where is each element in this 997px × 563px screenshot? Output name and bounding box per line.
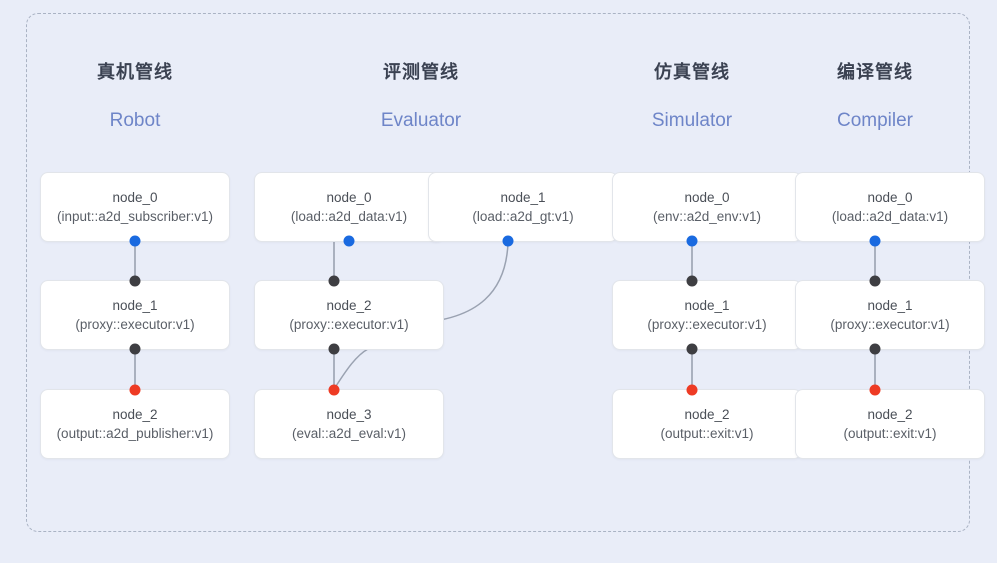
node-title: node_1 [684,298,730,313]
node-simulator-2[interactable]: node_2 (output::exit:v1) [612,384,802,459]
port-input-red[interactable] [328,384,340,396]
node-title: node_2 [326,298,372,313]
node-title: node_0 [112,190,158,205]
node-evaluator-2[interactable]: node_2 (proxy::executor:v1) [254,275,444,355]
node-subtitle: (load::a2d_data:v1) [290,209,408,224]
port-input-red[interactable] [129,384,141,396]
node-title: node_2 [684,407,730,422]
port-output-blue[interactable] [343,235,355,247]
node-subtitle: (load::a2d_gt:v1) [472,209,574,224]
node-subtitle: (proxy::executor:v1) [75,317,195,332]
node-subtitle: (output::exit:v1) [843,426,937,441]
port-input-black[interactable] [129,275,141,287]
node-title: node_3 [326,407,372,422]
port-output-blue[interactable] [129,235,141,247]
node-robot-0[interactable]: node_0 (input::a2d_subscriber:v1) [40,172,230,247]
port-input-black[interactable] [869,275,881,287]
port-output-black[interactable] [328,343,340,355]
port-output-black[interactable] [869,343,881,355]
node-subtitle: (load::a2d_data:v1) [831,209,949,224]
node-title: node_0 [684,190,730,205]
node-title: node_1 [500,190,546,205]
port-input-black[interactable] [686,275,698,287]
node-title: node_1 [867,298,913,313]
node-simulator-0[interactable]: node_0 (env::a2d_env:v1) [612,172,802,247]
port-output-blue[interactable] [869,235,881,247]
node-evaluator-1[interactable]: node_1 (load::a2d_gt:v1) [428,172,618,247]
node-subtitle: (env::a2d_env:v1) [652,209,762,224]
node-compiler-2[interactable]: node_2 (output::exit:v1) [795,384,985,459]
node-subtitle: (eval::a2d_eval:v1) [291,426,407,441]
node-subtitle: (input::a2d_subscriber:v1) [56,209,214,224]
port-input-red[interactable] [686,384,698,396]
node-subtitle: (proxy::executor:v1) [289,317,409,332]
node-title: node_0 [326,190,372,205]
port-output-blue[interactable] [686,235,698,247]
node-title: node_2 [112,407,158,422]
node-compiler-0[interactable]: node_0 (load::a2d_data:v1) [795,172,985,247]
node-robot-1[interactable]: node_1 (proxy::executor:v1) [40,275,230,355]
node-evaluator-0[interactable]: node_0 (load::a2d_data:v1) [254,172,444,247]
node-subtitle: (output::a2d_publisher:v1) [56,426,214,441]
node-subtitle: (proxy::executor:v1) [830,317,950,332]
node-title: node_1 [112,298,158,313]
node-compiler-1[interactable]: node_1 (proxy::executor:v1) [795,275,985,355]
port-output-blue[interactable] [502,235,514,247]
port-input-black[interactable] [328,275,340,287]
node-title: node_2 [867,407,913,422]
node-simulator-1[interactable]: node_1 (proxy::executor:v1) [612,275,802,355]
node-subtitle: (proxy::executor:v1) [647,317,767,332]
node-evaluator-3[interactable]: node_3 (eval::a2d_eval:v1) [254,384,444,459]
port-output-black[interactable] [686,343,698,355]
node-robot-2[interactable]: node_2 (output::a2d_publisher:v1) [40,384,230,459]
node-subtitle: (output::exit:v1) [660,426,754,441]
port-output-black[interactable] [129,343,141,355]
node-title: node_0 [867,190,913,205]
port-input-red[interactable] [869,384,881,396]
